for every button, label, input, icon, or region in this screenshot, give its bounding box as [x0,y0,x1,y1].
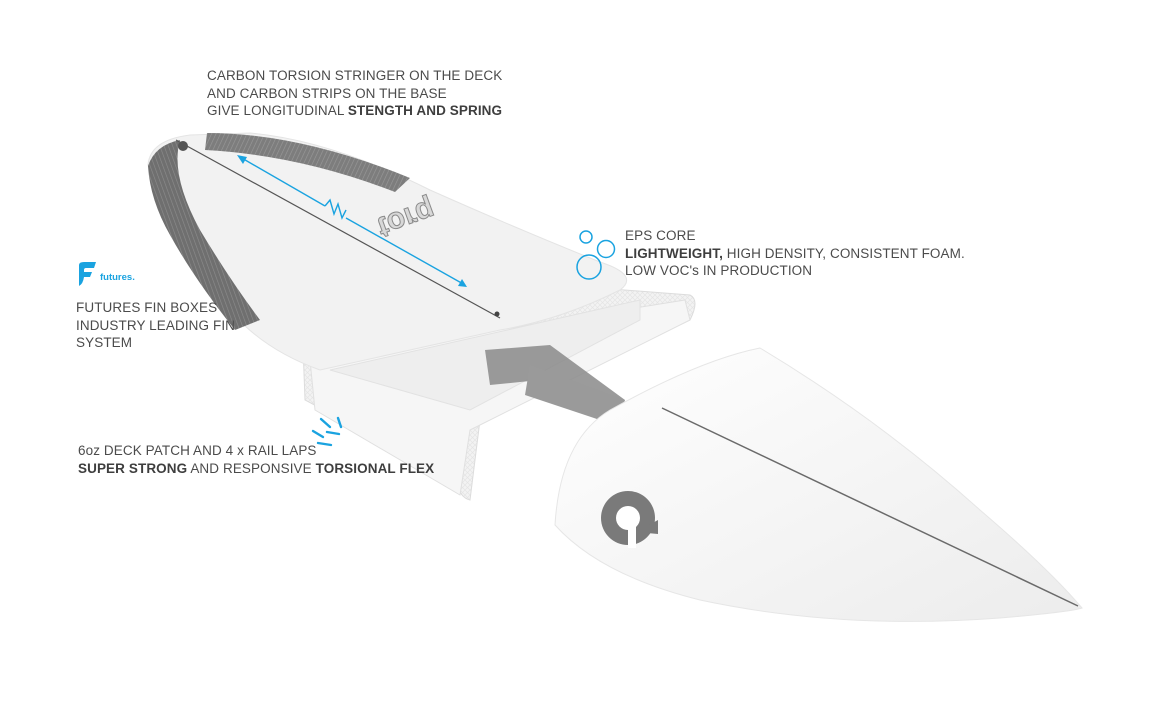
fins-line-3: SYSTEM [76,335,133,350]
lamination-line-2-plain: AND RESPONSIVE [187,460,316,476]
futures-logo-text: futures. [100,272,135,283]
core-callout: EPS CORE LIGHTWEIGHT, HIGH DENSITY, CONS… [625,227,965,280]
stringer-line-3-plain: GIVE LONGITUDINAL [207,103,348,118]
core-line-2-bold: LIGHTWEIGHT, [625,245,723,261]
fins-callout: FUTURES FIN BOXES INDUSTRY LEADING FIN S… [76,299,235,352]
core-line-2: LIGHTWEIGHT, HIGH DENSITY, CONSISTENT FO… [625,245,965,263]
core-line-1: EPS CORE [625,228,696,243]
stringer-line-3-bold: STENGTH AND SPRING [347,103,503,118]
burst-lines-icon [311,416,343,447]
stringer-callout: CARBON TORSION STRINGER ON THE DECK AND … [207,67,502,120]
double-arrow-spring-icon [237,155,467,287]
board-nose-section [554,347,1083,622]
fins-line-1: FUTURES FIN BOXES [76,300,218,315]
lamination-line-2-bold-b: TORSIONAL FLEX [315,460,435,476]
bubbles-icon [576,230,616,280]
board-tail-section: torq [147,132,696,501]
stringer-line-3: GIVE LONGITUDINAL STENGTH AND SPRING [207,102,502,120]
stringer-line-2: AND CARBON STRIPS ON THE BASE [207,85,447,101]
lamination-line-1: 6oz DECK PATCH AND 4 x RAIL LAPS [78,443,317,458]
futures-logo: futures. [76,262,135,286]
futures-logo-icon [79,262,96,286]
lamination-line-2-bold-a: SUPER STRONG [78,460,188,476]
lamination-line-2: SUPER STRONG AND RESPONSIVE TORSIONAL FL… [78,460,434,478]
torq-circle-logo-icon [601,491,658,548]
stringer-line-1: CARBON TORSION STRINGER ON THE DECK [207,68,503,83]
core-line-3: LOW VOC's IN PRODUCTION [625,263,813,278]
core-line-2-plain: HIGH DENSITY, CONSISTENT FOAM. [722,245,965,261]
lamination-callout: 6oz DECK PATCH AND 4 x RAIL LAPS SUPER S… [78,442,434,477]
fins-line-2: INDUSTRY LEADING FIN [76,317,236,333]
